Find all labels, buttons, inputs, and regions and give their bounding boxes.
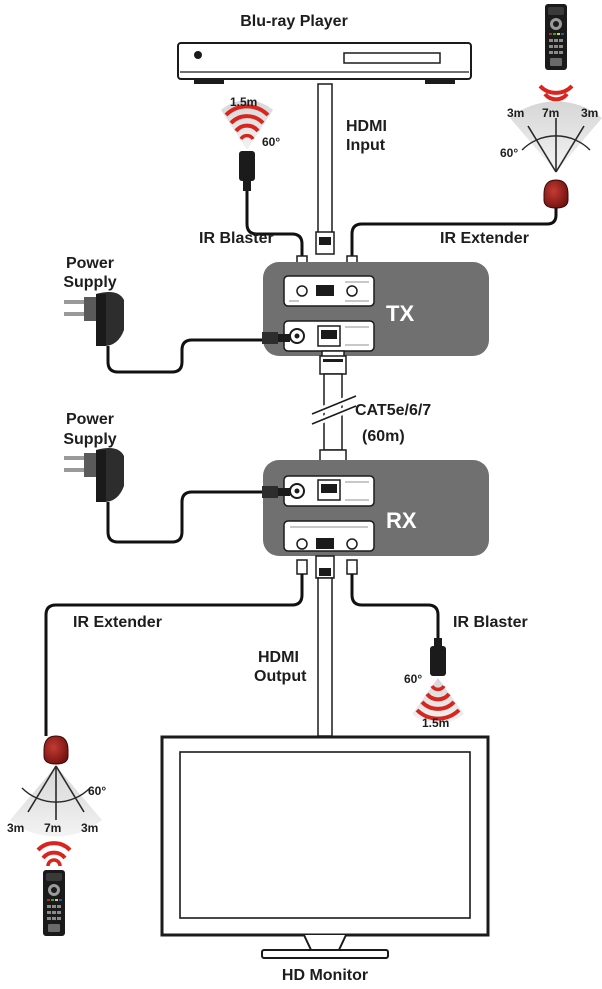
rx-ir-blaster-beam	[412, 678, 464, 724]
hdmi-output-label-1: HDMI	[258, 649, 299, 666]
rx-unit-label: RX	[386, 508, 417, 533]
rx-remote-signal-waves	[36, 841, 72, 867]
tx-ir-extender-eye	[543, 179, 569, 209]
tx-ir-extender-label: IR Extender	[440, 230, 529, 247]
rx-power-cable	[106, 490, 262, 544]
rx-power-supply-label-2: Supply	[63, 431, 116, 448]
rx-ir-extender-cable	[44, 574, 304, 736]
rx-ir-blaster-label: IR Blaster	[453, 614, 528, 631]
tx-blaster-range: 1.5m	[230, 95, 257, 109]
rx-unit	[263, 460, 489, 556]
rx-remote-control-icon	[43, 870, 65, 936]
cat-cable	[310, 350, 358, 474]
rx-extender-center-range: 7m	[44, 821, 61, 835]
tx-unit	[263, 262, 489, 356]
tx-ir-blaster-cable	[245, 191, 304, 276]
tx-extender-left-range: 3m	[507, 106, 524, 120]
bluray-player	[177, 42, 472, 84]
tx-ir-blaster-emitter	[239, 151, 255, 191]
rx-power-supply-label-1: Power	[66, 411, 114, 428]
tx-unit-label: TX	[386, 301, 414, 326]
rx-extender-right-range: 3m	[81, 821, 98, 835]
tx-ir-blaster-label: IR Blaster	[199, 230, 274, 247]
rx-ir-extender-eye	[43, 735, 69, 765]
display-device-label: HD Monitor	[282, 967, 368, 984]
tx-remote-control-icon	[545, 4, 567, 70]
tx-power-cable	[106, 338, 262, 374]
cable-type-label: CAT5e/6/7	[355, 402, 431, 419]
tx-ir-blaster-beam	[221, 100, 273, 150]
hdmi-input-label-2: Input	[346, 137, 386, 154]
rx-ir-blaster-emitter	[430, 638, 446, 676]
hdmi-input-label-1: HDMI	[346, 118, 387, 135]
source-device-label: Blu-ray Player	[240, 13, 348, 30]
tx-extender-right-range: 3m	[581, 106, 598, 120]
tx-extender-center-range: 7m	[542, 106, 559, 120]
tx-blaster-angle: 60°	[262, 135, 280, 149]
tx-power-supply-label-2: Supply	[63, 274, 116, 291]
rx-extender-angle: 60°	[88, 784, 106, 798]
rx-extender-left-range: 3m	[7, 821, 24, 835]
tx-ir-extender-cable	[350, 208, 558, 276]
tx-ir-extender-reception-fan	[510, 101, 602, 173]
tx-extender-angle: 60°	[500, 146, 518, 160]
rx-power-adapter	[64, 448, 124, 502]
hdmi-input-cable	[315, 83, 335, 255]
hd-monitor	[160, 735, 490, 959]
rx-blaster-range: 1.5m	[422, 716, 449, 730]
tx-power-adapter	[64, 292, 124, 346]
rx-ir-extender-reception-fan	[10, 765, 102, 837]
hdmi-output-cable	[315, 555, 335, 737]
rx-ir-extender-label: IR Extender	[73, 614, 162, 631]
rx-blaster-angle: 60°	[404, 672, 422, 686]
hdmi-output-label-2: Output	[254, 668, 307, 685]
rx-ir-blaster-cable	[350, 574, 440, 640]
cable-length-label: (60m)	[362, 428, 405, 445]
tx-power-supply-label-1: Power	[66, 255, 114, 272]
